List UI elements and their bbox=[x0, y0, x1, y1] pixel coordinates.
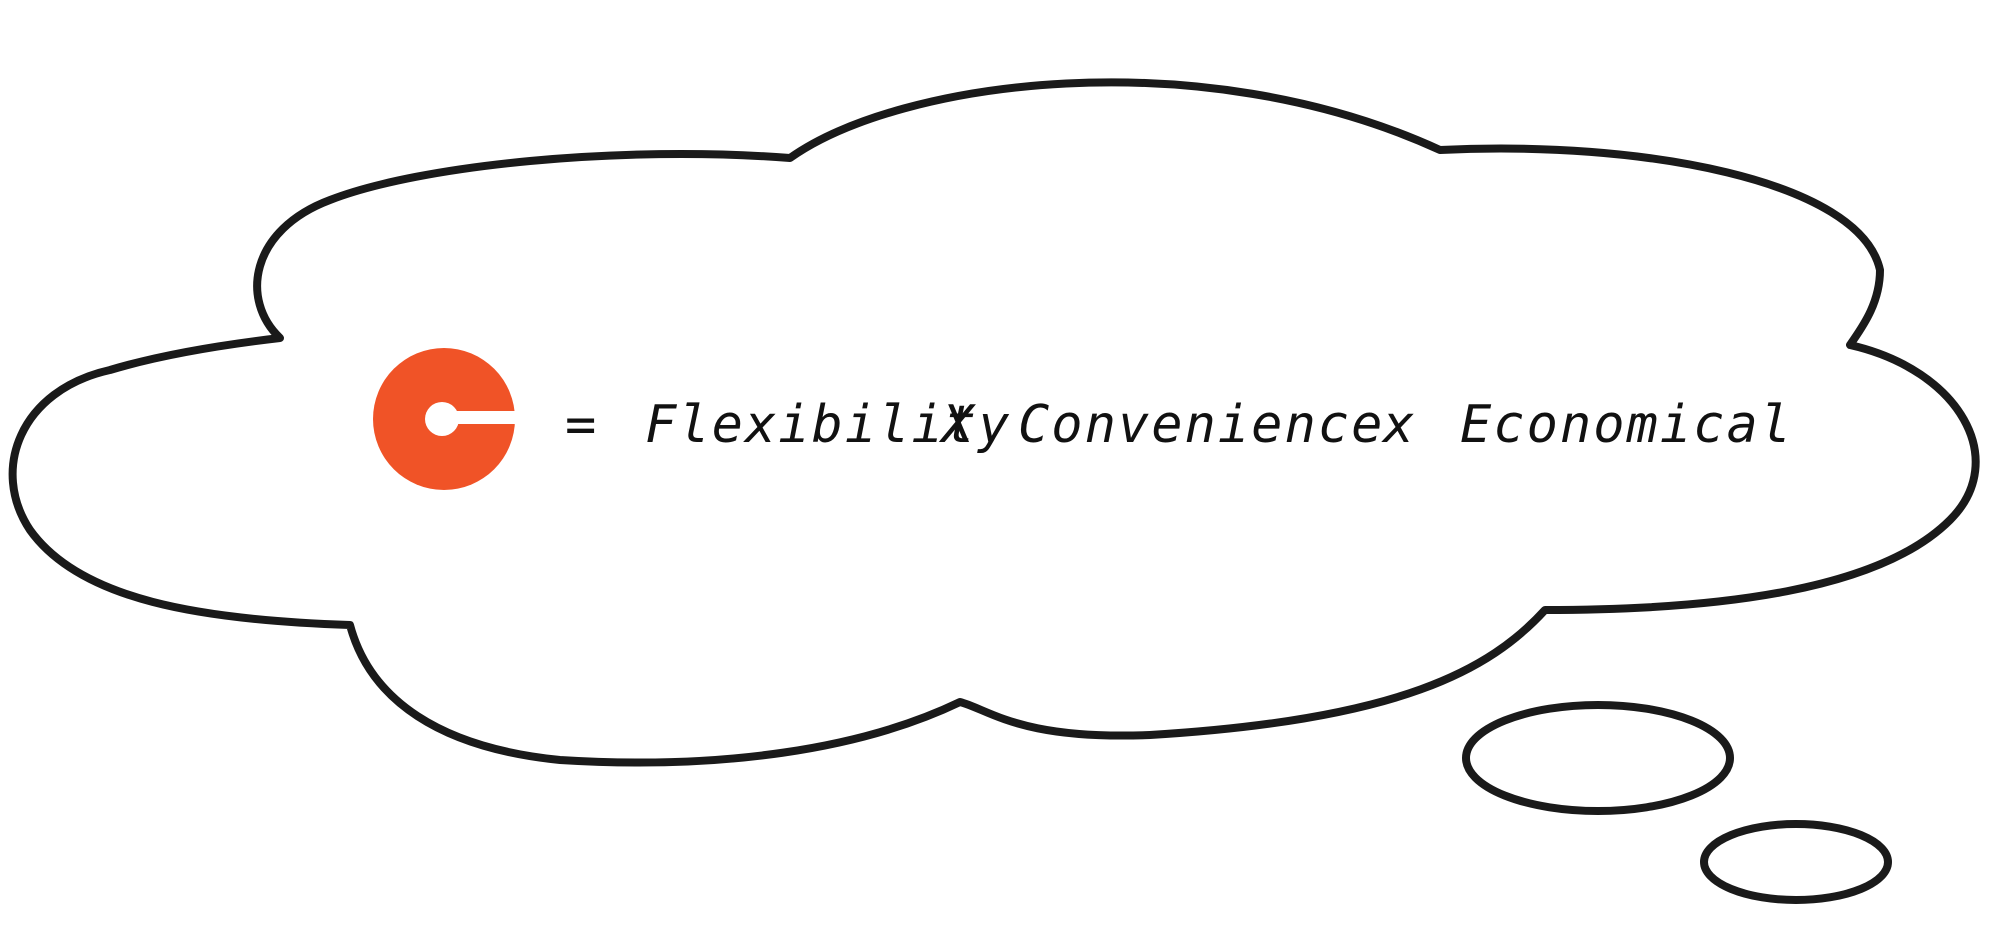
formula-term-economical: Economical bbox=[1460, 395, 1793, 455]
thought-cloud bbox=[8, 78, 1980, 767]
thought-bubble-large bbox=[1462, 701, 1734, 815]
thought-bubble-small bbox=[1700, 820, 1892, 904]
g-logo-icon bbox=[373, 348, 515, 490]
formula-operator-2: x bbox=[1381, 395, 1416, 455]
formula-operator-1: X bbox=[938, 395, 976, 455]
formula-equals: = bbox=[565, 395, 598, 455]
formula-term-flexibility: Flexibility bbox=[645, 395, 1011, 455]
formula-term-convenience: Convenience bbox=[1018, 395, 1384, 455]
